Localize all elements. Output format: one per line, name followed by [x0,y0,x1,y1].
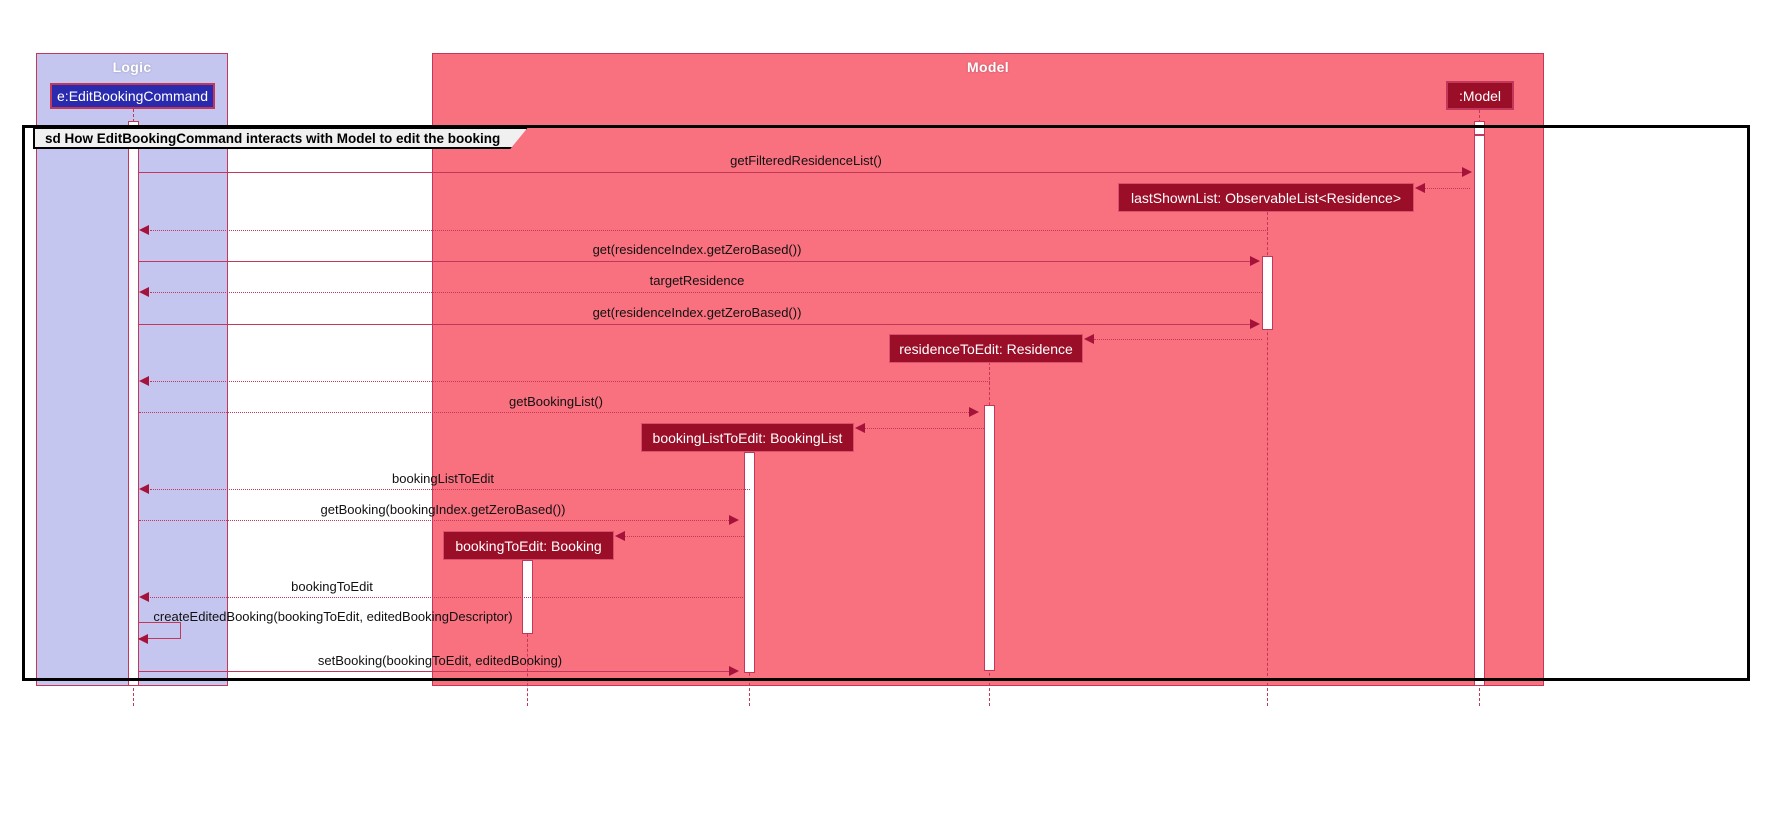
message-line-1 [1425,188,1470,189]
message-arrow-7 [139,376,149,386]
message-label-15: setBooking(bookingToEdit, editedBooking) [317,653,563,668]
activation-booking-list-to-edit [744,452,755,673]
participant-model-label: :Model [1458,87,1502,104]
message-arrow-6 [1084,334,1094,344]
message-arrow-9 [855,423,865,433]
message-label-10: bookingListToEdit [392,471,494,486]
message-arrow-13 [139,592,149,602]
message-label-0: getFilteredResidenceList() [730,153,882,168]
message-line-15 [139,671,731,672]
message-self-bracket-14 [139,622,181,639]
message-arrow-8 [969,407,979,417]
message-line-12 [625,536,744,537]
message-arrow-2 [139,225,149,235]
object-booking-list-to-edit-label: bookingListToEdit: BookingList [652,429,843,446]
message-label-3: get(residenceIndex.getZeroBased()) [592,242,802,257]
sequence-frame-label: sd How EditBookingCommand interacts with… [33,127,528,149]
message-line-10 [150,489,750,490]
lifeline-last-shown-list [1267,212,1268,706]
message-line-3 [139,261,1252,262]
message-arrow-10 [139,484,149,494]
message-label-5: get(residenceIndex.getZeroBased()) [592,305,802,320]
message-line-13 [150,597,745,598]
message-line-5 [139,324,1252,325]
object-booking-to-edit-label: bookingToEdit: Booking [455,537,602,554]
message-label-13: bookingToEdit [291,579,373,594]
message-arrow-0 [1462,167,1472,177]
message-arrow-1 [1415,183,1425,193]
message-arrow-12 [615,531,625,541]
message-line-7 [150,381,990,382]
message-label-4: targetResidence [649,273,745,288]
message-label-14: createEditedBooking(bookingToEdit, edite… [153,609,513,624]
message-line-4 [150,292,1262,293]
sequence-frame [22,125,1750,681]
object-last-shown-list[interactable]: lastShownList: ObservableList<Residence> [1118,183,1414,212]
message-line-11 [139,520,731,521]
object-residence-to-edit[interactable]: residenceToEdit: Residence [889,334,1083,363]
message-line-6 [1094,339,1262,340]
package-model-title: Model [967,59,1009,75]
message-label-8: getBookingList() [509,394,603,409]
object-last-shown-list-label: lastShownList: ObservableList<Residence> [1130,189,1402,206]
message-line-2 [150,230,1268,231]
message-arrow-14 [138,634,148,644]
object-residence-to-edit-label: residenceToEdit: Residence [899,340,1073,357]
message-arrow-15 [729,666,739,676]
message-arrow-5 [1250,319,1260,329]
object-booking-list-to-edit[interactable]: bookingListToEdit: BookingList [641,423,854,452]
message-label-11: getBooking(bookingIndex.getZeroBased()) [320,502,566,517]
activation-model [1474,135,1485,686]
message-line-9 [865,428,984,429]
participant-edit-booking-command[interactable]: e:EditBookingCommand [50,83,215,109]
message-arrow-4 [139,287,149,297]
participant-model[interactable]: :Model [1446,81,1514,110]
message-arrow-11 [729,515,739,525]
message-line-8 [139,412,971,413]
object-booking-to-edit[interactable]: bookingToEdit: Booking [443,531,614,560]
activation-residence-to-edit [984,405,995,671]
message-arrow-3 [1250,256,1260,266]
message-line-0 [139,172,1469,173]
activation-model-stub [1474,121,1485,135]
activation-last-shown-list [1262,256,1273,330]
package-logic-title: Logic [112,59,152,75]
participant-edit-booking-command-label: e:EditBookingCommand [57,88,208,104]
sequence-frame-label-text: sd How EditBookingCommand interacts with… [45,130,501,146]
